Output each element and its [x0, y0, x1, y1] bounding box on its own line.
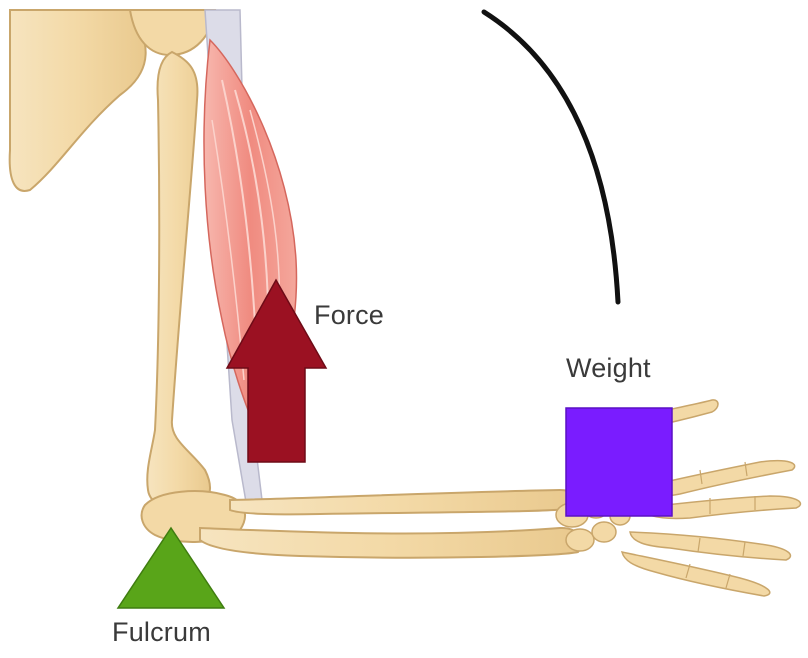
curved-line [484, 12, 618, 302]
ulna-bone [230, 490, 578, 514]
scapula-bone [10, 10, 146, 191]
fulcrum-label: Fulcrum [112, 617, 211, 648]
humerus-bone [147, 52, 210, 509]
radius-bone [200, 528, 582, 558]
weight-label: Weight [566, 353, 651, 384]
weight-square-icon [566, 408, 672, 516]
force-label: Force [314, 300, 384, 331]
